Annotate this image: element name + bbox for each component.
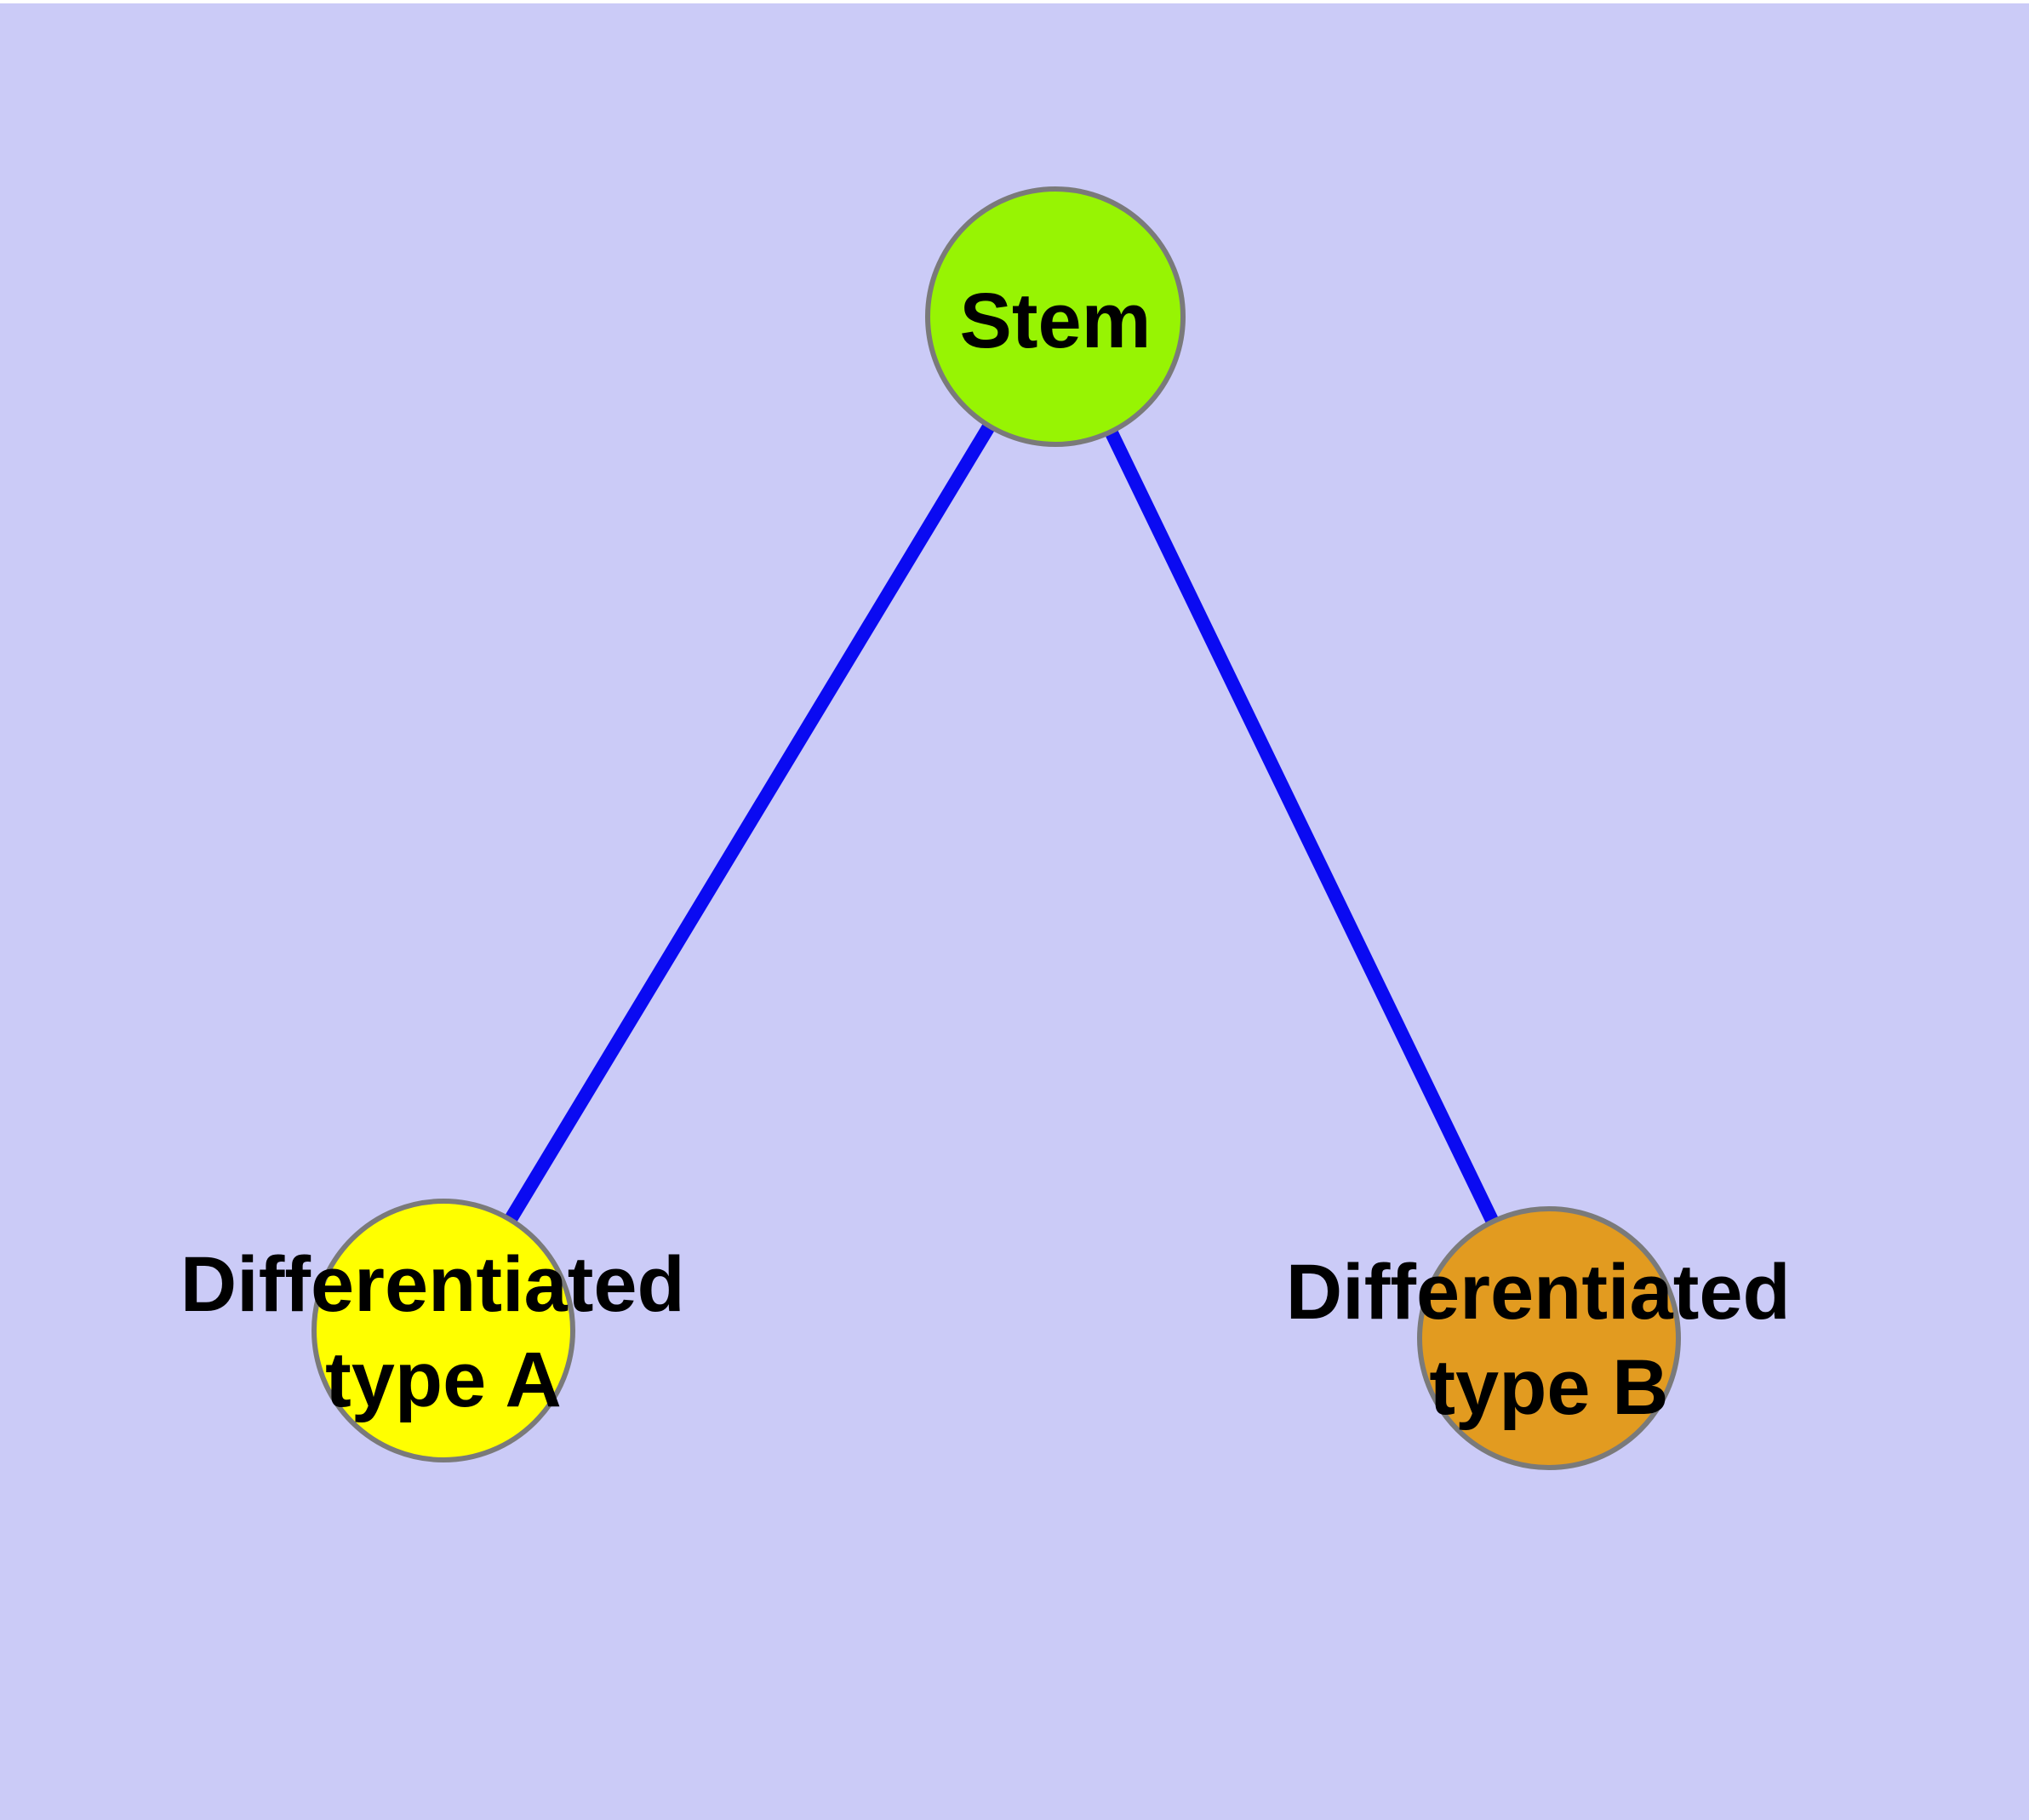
node-differentiated-type-b (1417, 1206, 1681, 1470)
label-layer: Stem Differentiated type A Differentiate… (180, 278, 1813, 1431)
node-stem (925, 186, 1186, 447)
node-differentiated-type-b-label: Differentiated type B (1286, 1249, 1813, 1431)
node-stem-label: Stem (960, 278, 1152, 364)
type-a-label-line-1: Differentiated (180, 1241, 685, 1328)
type-b-label-line-1: Differentiated (1286, 1249, 1791, 1336)
top-edge-strip (0, 0, 2029, 3)
edge-layer (437, 312, 1556, 1342)
node-differentiated-type-a (311, 1199, 575, 1462)
node-differentiated-type-a-label: Differentiated type A (180, 1241, 707, 1423)
edge-stem-to-type-b (1049, 313, 1556, 1342)
node-layer (311, 186, 1681, 1470)
edge-stem-to-type-a (437, 312, 1061, 1335)
type-a-label-line-2: type A (325, 1336, 562, 1423)
type-b-label-line-2: type B (1429, 1344, 1668, 1431)
